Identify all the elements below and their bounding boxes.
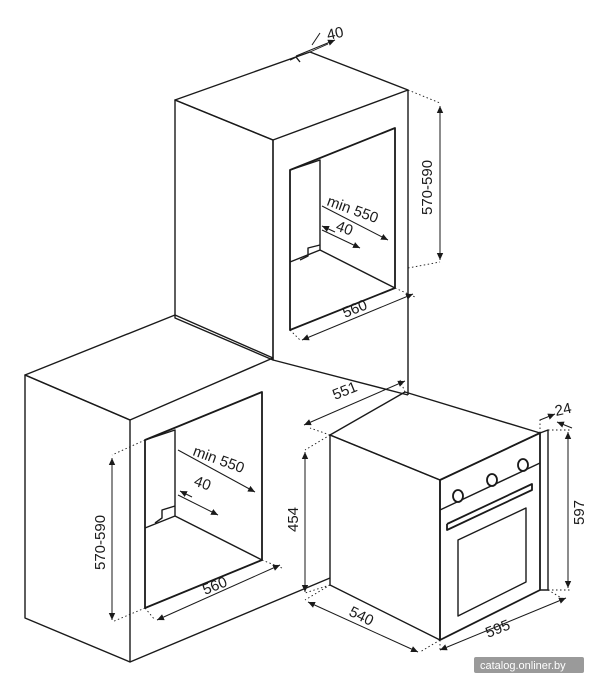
watermark-bg bbox=[474, 657, 584, 673]
dim-oven-body-depth: 540 bbox=[346, 603, 376, 629]
knob-right bbox=[517, 458, 529, 472]
dim-oven-height-front: 597 bbox=[571, 500, 588, 525]
oven bbox=[329, 391, 549, 641]
dim-tall-niche-gap: 40 bbox=[334, 218, 355, 240]
dim-oven-body-height: 454 bbox=[285, 507, 302, 532]
dim-tall-depth-top: 40 bbox=[325, 24, 345, 44]
oven-handle bbox=[446, 483, 533, 531]
dim-oven-width: 595 bbox=[483, 617, 513, 642]
dim-oven-depth-top: 551 bbox=[330, 379, 360, 404]
dim-oven-front-thickness: 24 bbox=[553, 400, 573, 420]
knob-middle bbox=[486, 473, 498, 487]
oven-window bbox=[457, 507, 527, 617]
dim-low-height: 570-590 bbox=[92, 515, 109, 570]
knob-left bbox=[452, 489, 464, 503]
dim-low-niche-gap: 40 bbox=[192, 473, 213, 495]
dim-tall-height: 570-590 bbox=[419, 160, 436, 215]
dim-low-niche-width: 560 bbox=[200, 574, 230, 599]
watermark: catalog.onliner.by bbox=[480, 660, 566, 672]
